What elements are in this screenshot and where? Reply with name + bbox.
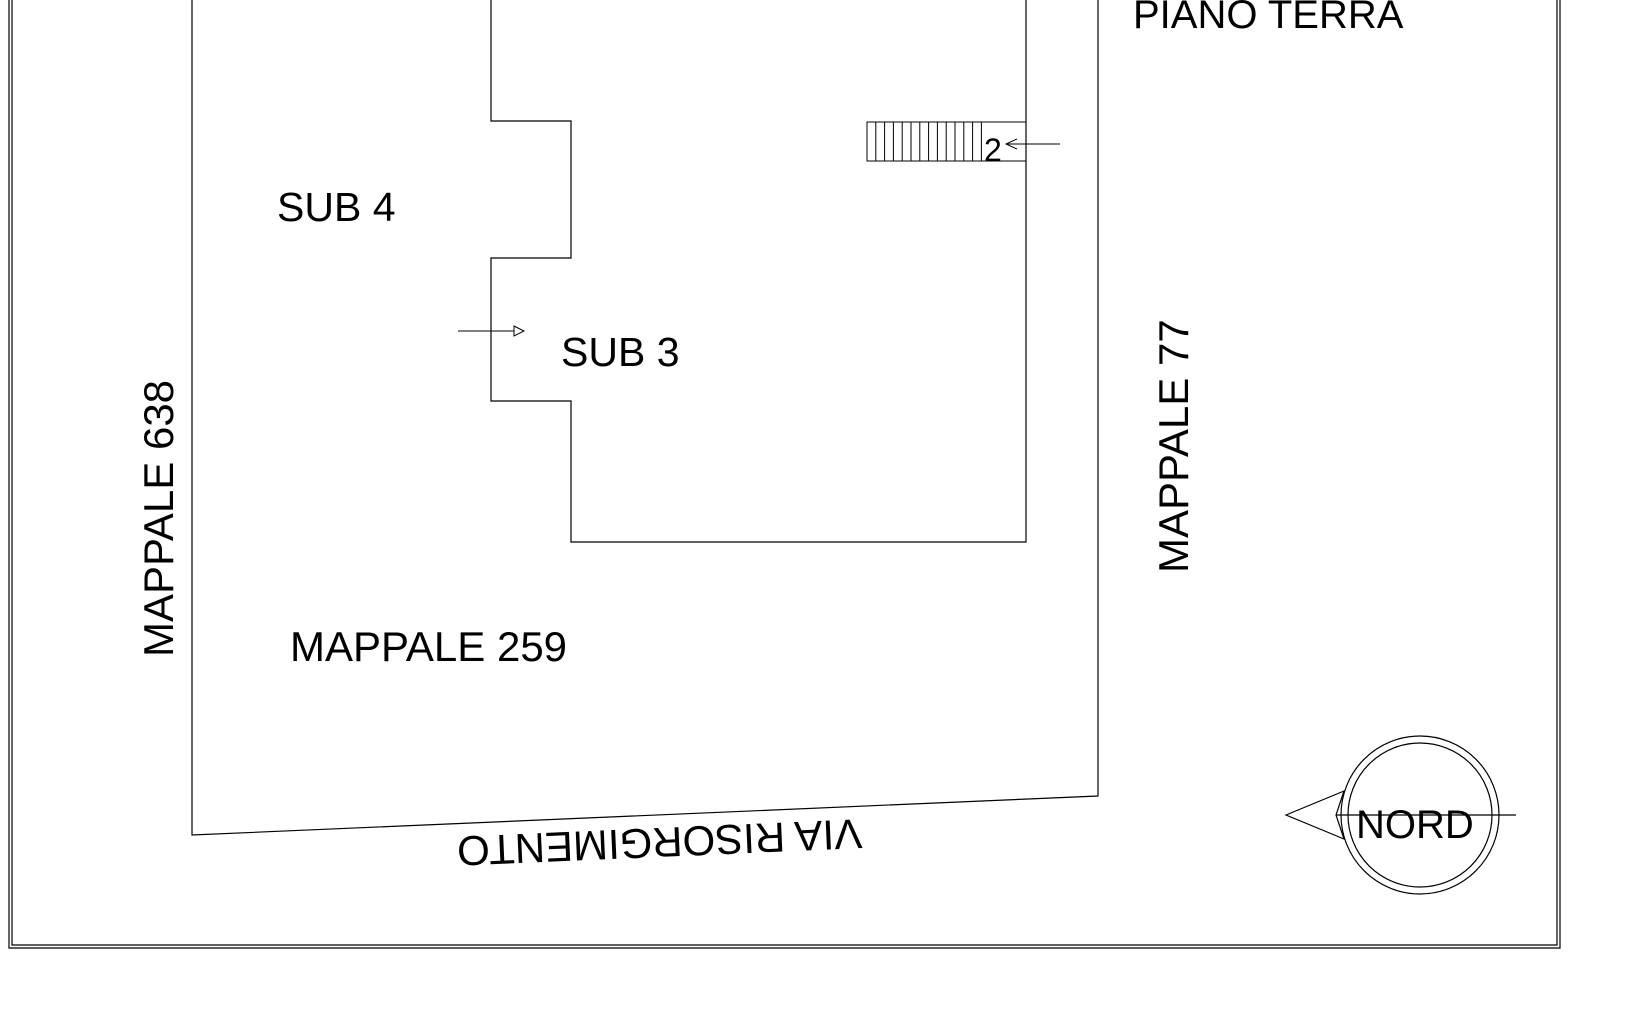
- parcel-label-left: MAPPALE 638: [135, 380, 182, 657]
- stair-entry-arrow: [1004, 138, 1060, 150]
- north-arrow-icon: [1284, 735, 1516, 895]
- unit-label-sub3: SUB 3: [561, 329, 680, 375]
- lot-boundary: [191, 0, 1099, 836]
- parcel-label-right: MAPPALE 77: [1150, 319, 1197, 573]
- parcel-label-center: MAPPALE 259: [290, 623, 567, 670]
- building-outline: [490, 0, 1027, 543]
- north-label: NORD: [1356, 803, 1474, 847]
- entrance-arrow: [458, 325, 526, 337]
- floor-title: PIANO TERRA: [1133, 0, 1404, 37]
- sheet-frame: [8, 0, 1561, 949]
- unit-label-sub4: SUB 4: [277, 184, 396, 230]
- street-label: VIA RISORGIMENTO: [456, 810, 863, 875]
- staircase: [866, 121, 1027, 162]
- stair-number: 2: [984, 132, 1002, 168]
